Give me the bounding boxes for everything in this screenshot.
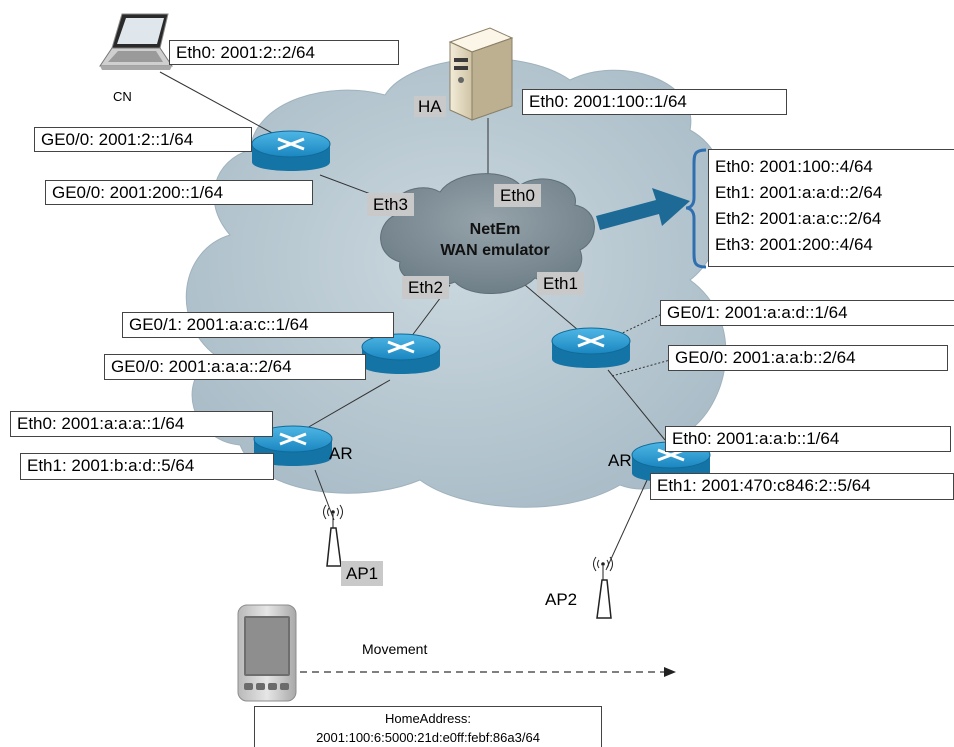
phone-icon — [237, 604, 297, 702]
router-icon — [251, 130, 331, 171]
router-cn-ge00-upper: GE0/0: 2001:2::1/64 — [34, 127, 252, 152]
netem-port-eth1: Eth1 — [537, 272, 584, 295]
netem-interface-eth1: Eth1: 2001:a:a:d::2/64 — [715, 183, 883, 202]
laptop-icon — [99, 13, 173, 70]
router-icon — [551, 327, 631, 368]
netem-port-eth2: Eth2 — [402, 276, 449, 299]
home-address-value: 2001:100:6:5000:21d:e0ff:febf:86a3/64 — [316, 730, 540, 745]
ap2-label: AP2 — [545, 590, 578, 609]
ar-right-eth1: Eth1: 2001:470:c846:2::5/64 — [650, 473, 954, 500]
netem-interface-eth3: Eth3: 2001:200::4/64 — [715, 235, 873, 254]
movement-label: Movement — [362, 641, 428, 657]
server-icon — [448, 27, 514, 121]
home-address-title: HomeAddress: — [385, 711, 471, 726]
ha-eth0-label: Eth0: 2001:100::1/64 — [522, 89, 787, 115]
ar-right-eth0: Eth0: 2001:a:a:b::1/64 — [665, 426, 951, 452]
router-left-ge00: GE0/0: 2001:a:a:a::2/64 — [104, 354, 366, 380]
netem-title: NetEm WAN emulator — [410, 219, 580, 261]
ha-label: HA — [414, 96, 446, 117]
router-right-ge00: GE0/0: 2001:a:a:b::2/64 — [668, 345, 948, 371]
netem-interface-eth2: Eth2: 2001:a:a:c::2/64 — [715, 209, 882, 228]
netem-title-line2: WAN emulator — [440, 242, 550, 259]
cn-label: CN — [113, 89, 132, 104]
netem-port-eth0: Eth0 — [494, 184, 541, 207]
router-right-ge01: GE0/1: 2001:a:a:d::1/64 — [660, 300, 954, 326]
netem-title-line1: NetEm — [469, 221, 521, 238]
movement-arrow — [300, 667, 676, 677]
netem-interface-eth0: Eth0: 2001:100::4/64 — [715, 157, 873, 176]
interfaces-bracket — [685, 148, 707, 269]
ar-left-eth0: Eth0: 2001:a:a:a::1/64 — [10, 411, 273, 437]
ar-left-label: AR — [329, 444, 353, 463]
ar-left-eth1: Eth1: 2001:b:a:d::5/64 — [20, 453, 274, 480]
antenna-icon — [593, 556, 613, 619]
netem-interface-list: Eth0: 2001:100::4/64 Eth1: 2001:a:a:d::2… — [708, 149, 954, 267]
netem-port-eth3: Eth3 — [367, 193, 414, 216]
router-cn-ge00-lower: GE0/0: 2001:200::1/64 — [45, 180, 313, 205]
cn-eth0-label: Eth0: 2001:2::2/64 — [169, 40, 399, 65]
ar-right-label: AR — [608, 451, 632, 470]
antenna-icon — [323, 504, 343, 567]
router-left-ge01: GE0/1: 2001:a:a:c::1/64 — [122, 312, 394, 338]
interfaces-arrow — [596, 188, 690, 230]
home-address-box: HomeAddress: 2001:100:6:5000:21d:e0ff:fe… — [254, 706, 602, 747]
ap1-label: AP1 — [341, 561, 384, 586]
router-icon — [361, 333, 441, 374]
